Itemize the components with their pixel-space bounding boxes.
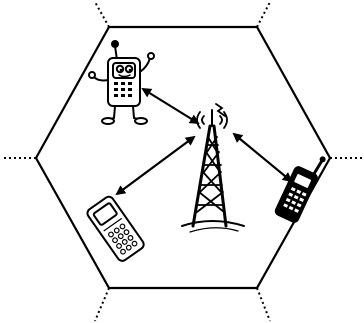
- link-arrows: [117, 89, 291, 194]
- neighbor-edge-bottom-left: [95, 288, 109, 321]
- mobile-phone-icon: [86, 195, 146, 263]
- neighbor-edge-bottom-right: [257, 288, 270, 321]
- arrow-tower-robot-phone: [143, 89, 198, 123]
- arrow-tower-cell-phone: [234, 134, 291, 181]
- cartoon-phone-character-icon: [89, 41, 154, 124]
- neighbor-edge-top-right: [257, 2, 270, 27]
- arrow-tower-flip-phone: [117, 137, 194, 194]
- neighbor-edge-top-left: [95, 2, 109, 27]
- radio-tower-icon: [182, 104, 244, 232]
- hexagon-cell-boundary: [36, 27, 330, 288]
- cell-phone-antenna-icon: [274, 148, 326, 223]
- neighbor-cell-edges: [4, 2, 362, 321]
